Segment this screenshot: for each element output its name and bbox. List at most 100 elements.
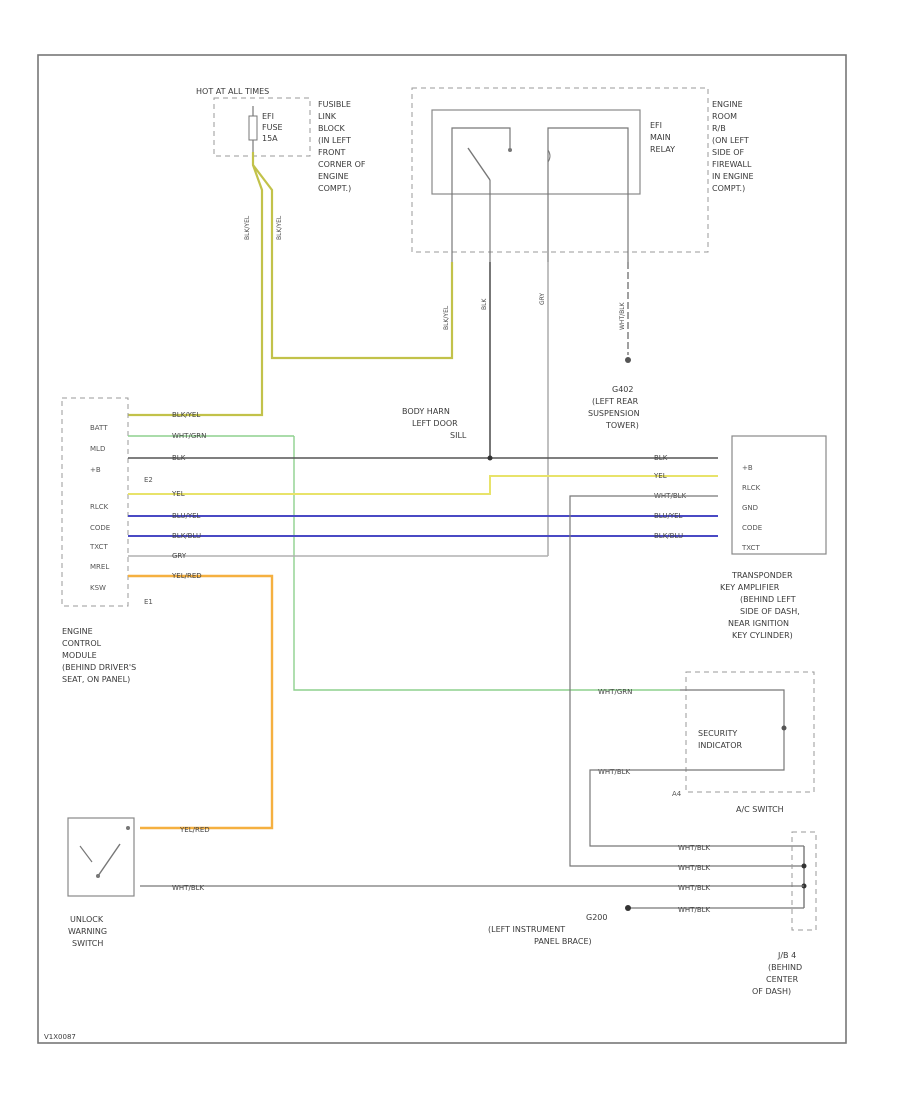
ecm-wire-label: BLK — [172, 454, 186, 462]
footer-id: V1X0087 — [44, 1033, 76, 1041]
svg-text:LINK: LINK — [318, 112, 337, 121]
svg-text:(IN LEFT: (IN LEFT — [318, 136, 351, 145]
svg-text:TOWER): TOWER) — [605, 421, 639, 430]
svg-text:WARNING: WARNING — [68, 927, 107, 936]
fusible-link-block-box — [213, 97, 311, 157]
svg-text:LEFT DOOR: LEFT DOOR — [412, 419, 458, 428]
svg-text:SUSPENSION: SUSPENSION — [588, 409, 640, 418]
splice-b — [487, 455, 493, 461]
unlock-switch-box — [67, 817, 135, 897]
svg-text:BLOCK: BLOCK — [318, 124, 346, 133]
wire-ac-to-jb — [589, 769, 804, 847]
unlock-switch-icon — [79, 826, 130, 878]
security-indicator-label-1: SECURITY — [698, 729, 737, 738]
jb4-label: J/B 4 (BEHIND CENTER OF DASH) — [752, 951, 802, 996]
ecm-pin-label: RLCK — [90, 503, 109, 511]
transponder-wire-label: YEL — [653, 472, 667, 480]
svg-text:MODULE: MODULE — [62, 651, 97, 660]
svg-text:OF DASH): OF DASH) — [752, 987, 791, 996]
wire-fuse-to-relay — [252, 164, 454, 360]
ecm-pin-label: BATT — [90, 424, 108, 432]
indicator-led-icon — [781, 725, 787, 731]
svg-text:(BEHIND LEFT: (BEHIND LEFT — [740, 595, 796, 604]
svg-text:(LEFT REAR: (LEFT REAR — [592, 397, 639, 406]
wire-tx-gnd — [569, 495, 804, 867]
svg-text:FUSIBLE: FUSIBLE — [318, 100, 351, 109]
svg-text:G200: G200 — [586, 913, 607, 922]
svg-text:FIREWALL: FIREWALL — [712, 160, 752, 169]
engine-room-rb-box — [411, 87, 709, 253]
ecm-pin-label: CODE — [90, 524, 110, 532]
relay-coil-icon — [547, 127, 629, 194]
relay-pin-stubs — [451, 194, 629, 262]
fusible-link-block-label: FUSIBLE LINK BLOCK (IN LEFT FRONT CORNER… — [318, 100, 366, 193]
hot-at-all-times-label: HOT AT ALL TIMES — [196, 87, 269, 96]
g200-label: G200 (LEFT INSTRUMENT PANEL BRACE) — [488, 913, 607, 946]
transponder-wire-label: BLK/BLU — [654, 532, 683, 540]
ecm-wire-label: YEL — [171, 490, 185, 498]
ecm-wire-label: GRY — [172, 552, 187, 560]
ac-switch-box — [685, 671, 815, 793]
vwire-label-6: WHT/BLK — [619, 301, 626, 330]
transponder-wire-label: BLU/YEL — [654, 512, 683, 520]
vwire-label-3: BLK/YEL — [443, 305, 450, 330]
efi-fuse-label-3: 15A — [262, 134, 278, 143]
ecm-wire-label: YEL/RED — [171, 572, 202, 580]
security-indicator-label-2: INDICATOR — [698, 741, 742, 750]
svg-text:R/B: R/B — [712, 124, 726, 133]
ecm-pin-label: MLD — [90, 445, 105, 453]
svg-text:ROOM: ROOM — [712, 112, 737, 121]
svg-text:G402: G402 — [612, 385, 633, 394]
wire-ecm-mld-to-ac — [293, 436, 680, 691]
svg-text:COMPT.): COMPT.) — [318, 184, 351, 193]
svg-text:KEY CYLINDER): KEY CYLINDER) — [732, 631, 793, 640]
wire-fuse-to-ecm-batt — [128, 152, 264, 417]
svg-text:CENTER: CENTER — [766, 975, 799, 984]
svg-text:SWITCH: SWITCH — [72, 939, 103, 948]
svg-text:SIDE OF: SIDE OF — [712, 148, 744, 157]
efi-fuse-label-2: FUSE — [262, 123, 283, 132]
ac-wire-label-1: WHT/GRN — [598, 688, 632, 696]
ecm-pin-label: +B — [90, 466, 101, 474]
transponder-pin-label: TXCT — [741, 544, 760, 552]
svg-text:WHT/BLK: WHT/BLK — [678, 884, 711, 892]
vwire-label-5: GRY — [539, 293, 546, 305]
jb4-box — [791, 831, 817, 931]
ecm-wire-label: WHT/GRN — [172, 432, 206, 440]
svg-text:BODY HARN: BODY HARN — [402, 407, 450, 416]
relay-switch-icon — [451, 127, 512, 194]
ecm-pin-label: E2 — [144, 476, 153, 484]
jb-wire-labels: WHT/BLK WHT/BLK WHT/BLK WHT/BLK — [678, 844, 711, 914]
svg-text:SILL: SILL — [450, 431, 467, 440]
svg-text:WHT/BLK: WHT/BLK — [678, 906, 711, 914]
svg-text:SIDE OF DASH,: SIDE OF DASH, — [740, 607, 800, 616]
efi-fuse-label-1: EFI — [262, 112, 274, 121]
unlock-switch-label: UNLOCK WARNING SWITCH — [68, 915, 107, 948]
ac-switch-label: A/C SWITCH — [736, 805, 784, 814]
vwire-label-4: BLK — [481, 298, 488, 310]
ground-g200-icon — [625, 905, 631, 911]
g402-label: G402 (LEFT REAR SUSPENSION TOWER) — [588, 385, 640, 430]
svg-text:FRONT: FRONT — [318, 148, 345, 157]
ecm-wire-label: BLK/YEL — [172, 411, 200, 419]
ground-g402-icon — [625, 357, 631, 363]
vwire-label-1: BLK/YEL — [244, 215, 251, 240]
svg-text:MAIN: MAIN — [650, 133, 671, 142]
svg-text:J/B 4: J/B 4 — [777, 951, 796, 960]
engine-room-rb-label: ENGINE ROOM R/B (ON LEFT SIDE OF FIREWAL… — [712, 100, 754, 193]
svg-text:TRANSPONDER: TRANSPONDER — [731, 571, 793, 580]
ecm-wire-label: BLU/YEL — [172, 512, 201, 520]
ecm-box — [61, 397, 129, 607]
ac-wire-label-2: WHT/BLK — [598, 768, 631, 776]
body-harn-label: BODY HARN LEFT DOOR SILL — [402, 407, 467, 440]
svg-text:(BEHIND: (BEHIND — [768, 963, 802, 972]
wire-ecm-rlck — [128, 475, 718, 495]
ac-pin-label: A4 — [672, 790, 682, 798]
transponder-name-label: TRANSPONDER KEY AMPLIFIER (BEHIND LEFT S… — [720, 571, 800, 640]
svg-text:WHT/BLK: WHT/BLK — [678, 864, 711, 872]
svg-text:CORNER OF: CORNER OF — [318, 160, 366, 169]
